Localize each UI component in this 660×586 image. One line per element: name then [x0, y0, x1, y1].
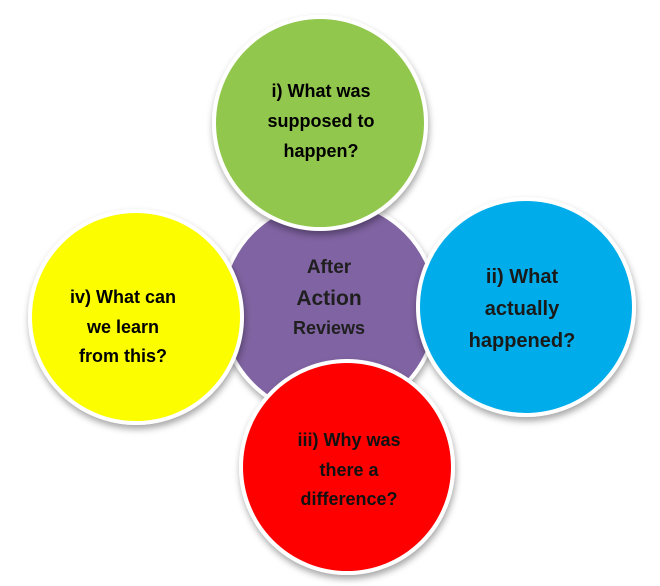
bottom-label-line-2: there a [319, 460, 379, 480]
right-label-line-2: actually [485, 298, 560, 320]
bottom-node: iii) Why was there a difference? [239, 359, 455, 575]
center-label-line-2: Action [296, 287, 361, 310]
right-label-line-3: happened? [469, 330, 576, 352]
left-label-line-3: from this? [79, 346, 167, 366]
left-label-line-2: we learn [86, 317, 159, 337]
center-label-line-1: After [307, 257, 352, 278]
right-label-line-1: ii) What [486, 266, 559, 288]
top-label-line-2: supposed to [268, 111, 375, 131]
left-label-line-1: iv) What can [70, 287, 176, 307]
left-node: iv) What can we learn from this? [28, 209, 244, 425]
top-label-line-1: i) What was [271, 81, 370, 101]
bottom-circle [239, 359, 455, 575]
bottom-label-line-3: difference? [300, 489, 397, 509]
left-circle [28, 209, 244, 425]
center-label-line-3: Reviews [293, 318, 365, 338]
bottom-label-line-1: iii) Why was [297, 430, 400, 450]
top-circle [212, 15, 428, 231]
top-node: i) What was supposed to happen? [212, 15, 428, 231]
right-node: ii) What actually happened? [416, 197, 636, 417]
right-circle [416, 197, 636, 417]
top-label-line-3: happen? [284, 141, 359, 161]
